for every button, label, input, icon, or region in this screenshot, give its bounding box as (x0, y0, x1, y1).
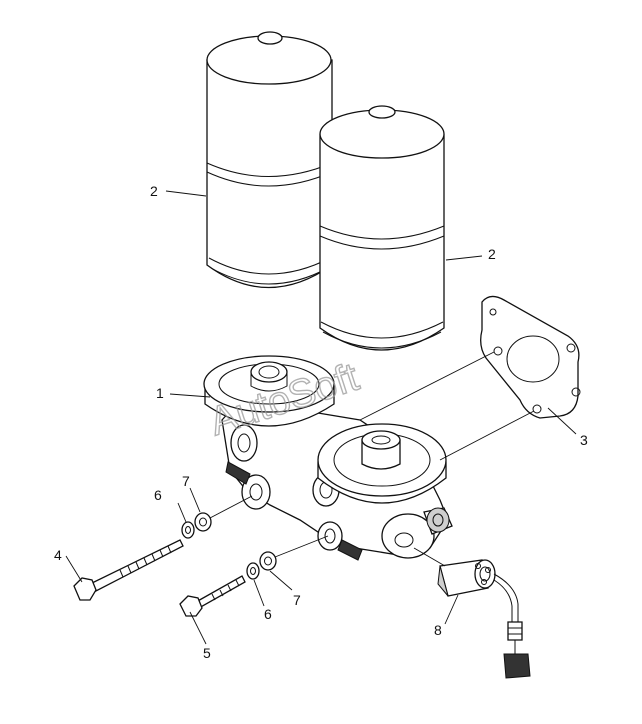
callout-7-lower: 7 (293, 592, 301, 608)
callout-8: 8 (434, 622, 442, 638)
drain-plug (423, 507, 453, 535)
gasket (480, 295, 581, 419)
callout-2-left: 2 (150, 183, 158, 199)
callout-3: 3 (580, 432, 588, 448)
callout-5: 5 (203, 645, 211, 661)
washer-6-lower (246, 562, 260, 580)
washer-7-lower (259, 551, 277, 571)
callout-4: 4 (54, 547, 62, 563)
washer-7-upper (194, 512, 212, 532)
bolt-long (73, 539, 184, 601)
oil-filter-left (206, 31, 333, 289)
callout-leaders (65, 190, 577, 645)
callout-7-upper: 7 (182, 473, 190, 489)
bolt-short (179, 575, 246, 617)
callout-6-lower: 6 (264, 606, 272, 622)
oil-pressure-sensor (437, 559, 531, 679)
washer-6-upper (181, 521, 195, 539)
oil-filter-right (319, 105, 445, 351)
callout-2-right: 2 (488, 246, 496, 262)
callout-6-upper: 6 (154, 487, 162, 503)
filter-head-left (203, 355, 335, 427)
callout-1: 1 (156, 385, 164, 401)
filter-head-right (317, 423, 447, 504)
assembly-lines (209, 351, 535, 567)
